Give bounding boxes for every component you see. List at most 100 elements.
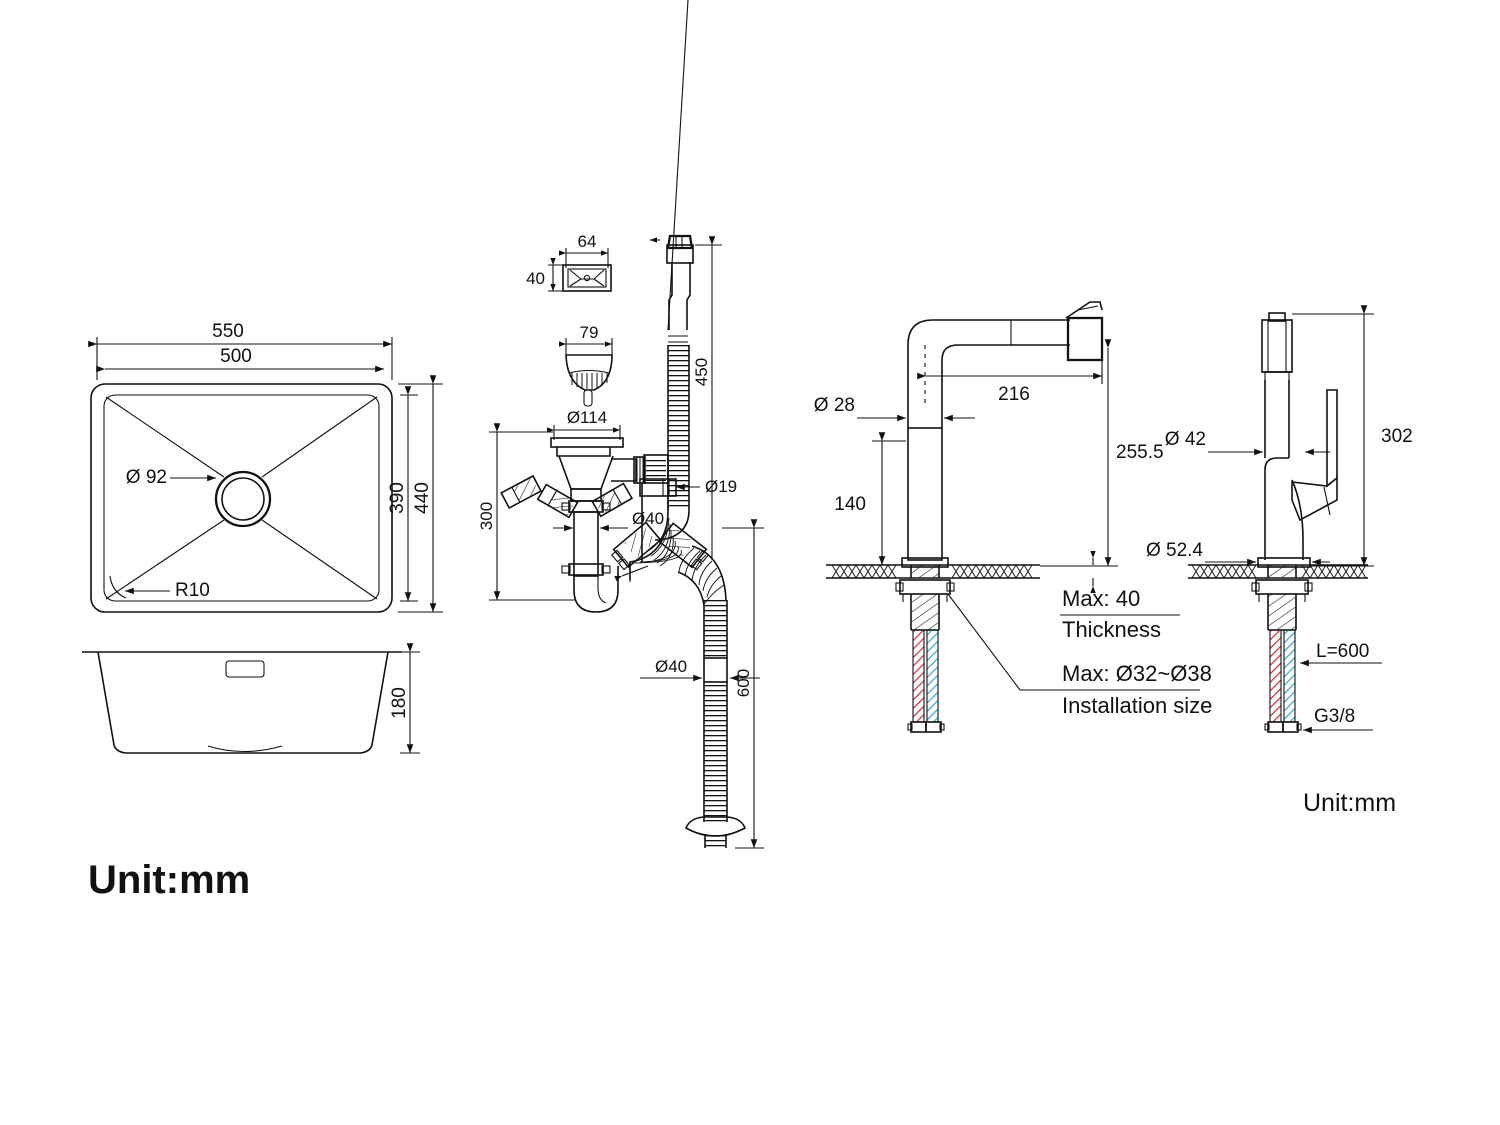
dim-390-label: 390 [387,482,408,514]
dim-302-label: 302 [1381,426,1413,447]
flex-pipe-smooth [703,657,728,683]
waste-flexible-pipe: Ø40 600 [610,519,764,849]
note-thickness-label: Thickness [1062,617,1161,642]
callout-hose-thread: G3/8 [1303,706,1373,734]
callout-body-dia: Ø 42 [1165,429,1330,456]
overflow-hose-connector [643,454,669,484]
dim-550-label: 550 [212,321,244,342]
dim-600-label: 600 [734,669,753,697]
loose-fittings [500,474,677,519]
overflow-cap [666,234,694,250]
note-thickness-value: Max: 40 [1062,586,1140,611]
drain-tailpipe [573,511,599,577]
supply-hoses-front [907,629,945,733]
note-leader-line [947,593,1060,691]
flex-pipe-bend [677,545,727,606]
waste-drain-assembly: 64 40 79 [477,0,764,849]
hot-hose-nut [910,721,927,733]
overflow-cover-inner [567,268,607,288]
overflow-hose-top-fitting [666,244,694,264]
overflow-boss [611,458,637,482]
lever-handle-stem [1326,389,1338,488]
dim-d40a-label: Ø40 [632,509,664,528]
cold-hose-nut-side [1282,721,1299,733]
sink-inner-bowl [103,394,380,602]
sink-slope-lines [105,396,378,600]
dim-300-label: 300 [477,502,496,530]
dim-g38-label: G3/8 [1314,706,1355,727]
dim-180-label: 180 [389,687,410,719]
dim-spout-height: 255.5 [1040,339,1164,567]
faucet-front-view: Ø 28 216 255.5 140 Max: 40 Thickness [814,301,1212,733]
dim-total-height: 302 [1292,305,1413,567]
p-trap [573,566,619,613]
drain-body [550,437,646,613]
sink-outer-outline [90,383,393,613]
cold-hose-nut [925,721,942,733]
lever-handle-base [1291,476,1338,522]
callout-corner-radius: R10 [109,575,210,601]
faucet-body-column [907,427,943,561]
drain-outer-circle [214,470,272,528]
spout-head-side [1261,319,1293,373]
callout-base-dia: Ø 52.4 [1146,540,1330,566]
dim-flange-diameter: Ø114 [546,408,621,440]
dim-body-height: 140 [834,432,906,565]
callout-overflow-connector-dia: Ø19 [676,477,737,496]
dim-40-label: 40 [526,269,545,288]
callout-spout-tube-dia: Ø 28 [814,395,975,422]
threaded-shank [911,594,939,630]
dim-d19-label: Ø19 [705,477,737,496]
spout-inner-curve [941,344,1070,428]
dim-d42-label: Ø 42 [1165,429,1206,450]
note-thickness: Max: 40 Thickness [1060,586,1180,642]
overflow-hose-corrugated [668,345,689,510]
dim-d92-label: Ø 92 [126,467,167,488]
dim-sink-inner-depth: 390 [387,386,418,602]
dim-flex-pipe-length: 600 [722,519,764,849]
trap-nut [568,563,604,576]
unit-label-secondary: Unit:mm [1303,789,1396,817]
spray-head-lever [1065,301,1103,319]
dim-64-label: 64 [578,232,597,251]
drain-flange [550,437,624,448]
flex-pipe-lower [704,682,727,822]
pullout-spray-head [1066,316,1104,362]
faucet-side-mounting-nut [1255,579,1309,595]
dim-d524-label: Ø 52.4 [1146,540,1203,561]
flex-pipe-upper [704,600,727,658]
drain-inner-circle [221,477,265,521]
dim-sink-outer-width: 550 [88,321,393,380]
dim-d40b-label: Ø40 [655,657,687,676]
dim-trap-height: 300 [477,423,575,601]
dim-r10-label: R10 [175,580,210,601]
note-install-value: Max: Ø32~Ø38 [1062,661,1212,686]
hot-supply-hose [913,630,924,722]
supply-hoses-side [1264,629,1302,733]
unit-label-main: Unit:mm [88,858,250,902]
dim-450-label: 450 [692,358,711,386]
strainer-basket-detail: 79 [558,323,613,407]
sink-side-view: 180 [82,643,420,754]
dim-440-label: 440 [412,482,433,514]
faucet-side-body-right [1291,479,1304,560]
spout-outer-curve [907,319,1070,428]
cold-supply-hose-side [1284,630,1295,722]
dim-l600-label: L=600 [1316,641,1369,662]
hot-hose-nut-side [1267,721,1284,733]
faucet-side-shank-counter [1268,565,1296,578]
callout-hose-length: L=600 [1300,641,1382,667]
basket-body [565,354,613,391]
dim-140-label: 140 [834,494,866,515]
basket-stem [583,389,593,407]
note-install-label: Installation size [1062,693,1212,718]
sink-top-view: 550 500 Ø 92 R10 [88,321,443,613]
fitting-c [591,482,634,518]
overflow-cover-body [562,264,612,292]
drain-cone [558,455,614,490]
fitting-b [536,483,579,519]
overflow-slot [225,660,265,678]
hot-supply-hose-side [1270,630,1281,722]
dim-bowl-depth: 180 [389,643,420,754]
